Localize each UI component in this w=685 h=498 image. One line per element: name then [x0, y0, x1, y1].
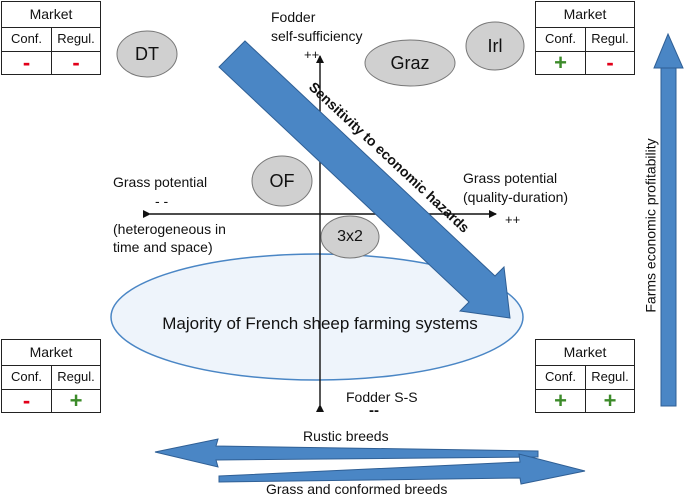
- market-table-title: Market: [2, 2, 100, 28]
- oval-of: [251, 155, 313, 207]
- conf-sign: -: [2, 52, 52, 75]
- grass-breeds-arrow: [218, 453, 586, 485]
- conf-sign: -: [2, 390, 52, 413]
- bottom-axis-sign: --: [369, 402, 379, 419]
- regul-sign: -: [606, 50, 614, 75]
- profitability-arrow: [660, 65, 677, 407]
- top-axis-label-2: self-sufficiency: [271, 28, 363, 44]
- right-axis-label-2: (quality-duration): [463, 189, 569, 205]
- market-table-title: Market: [2, 340, 100, 366]
- market-table-top-left: Market Conf. Regul. - -: [1, 1, 101, 75]
- right-axis-sign: ++: [505, 212, 521, 227]
- left-axis-label-3: time and space): [113, 239, 213, 255]
- profitability-label: Farms economic profitability: [642, 138, 659, 313]
- market-col-conf: Conf.: [536, 27, 586, 52]
- market-col-regul: Regul.: [586, 365, 634, 390]
- regul-sign: +: [603, 388, 617, 413]
- oval-3x2-label: 3x2: [337, 228, 363, 245]
- top-axis-sign: ++: [304, 47, 320, 62]
- oval-of-label: OF: [269, 171, 295, 191]
- regul-sign: +: [69, 388, 83, 413]
- profitability-arrow-head: [653, 32, 684, 69]
- oval-irl-label: Irl: [487, 36, 503, 56]
- regul-sign: -: [72, 50, 80, 75]
- rustic-breeds-label: Rustic breeds: [303, 428, 389, 444]
- right-axis-label-1: Grass potential: [463, 170, 558, 186]
- oval-graz-label: Graz: [390, 53, 430, 73]
- market-table-bottom-left: Market Conf. Regul. - +: [1, 339, 101, 413]
- left-axis-sign: - -: [155, 193, 169, 209]
- market-table-top-right: Market Conf. Regul. + -: [535, 1, 635, 75]
- oval-3x2: [320, 215, 380, 259]
- grass-breeds-label: Grass and conformed breeds: [266, 481, 448, 497]
- oval-graz: [364, 39, 456, 87]
- market-col-conf: Conf.: [2, 27, 52, 52]
- rustic-breeds-arrow: [154, 438, 539, 468]
- market-col-regul: Regul.: [52, 365, 100, 390]
- market-table-title: Market: [536, 2, 634, 28]
- oval-irl: [465, 21, 525, 71]
- bottom-axis-label: Fodder S-S: [346, 389, 418, 405]
- oval-dt-label: DT: [135, 44, 159, 64]
- left-axis-label-2: (heterogeneous in: [113, 221, 226, 237]
- conf-sign: +: [536, 52, 586, 75]
- market-col-regul: Regul.: [52, 27, 100, 52]
- conf-sign: +: [536, 390, 586, 413]
- market-table-title: Market: [536, 340, 634, 366]
- market-table-bottom-right: Market Conf. Regul. + +: [535, 339, 635, 413]
- sensitivity-arrow: [218, 40, 511, 319]
- market-col-regul: Regul.: [586, 27, 634, 52]
- top-axis-label-1: Fodder: [271, 9, 316, 25]
- majority-label: Majority of French sheep farming systems: [162, 314, 478, 333]
- oval-dt: [116, 30, 178, 78]
- market-col-conf: Conf.: [536, 365, 586, 390]
- left-axis-label-1: Grass potential: [113, 174, 208, 190]
- market-col-conf: Conf.: [2, 365, 52, 390]
